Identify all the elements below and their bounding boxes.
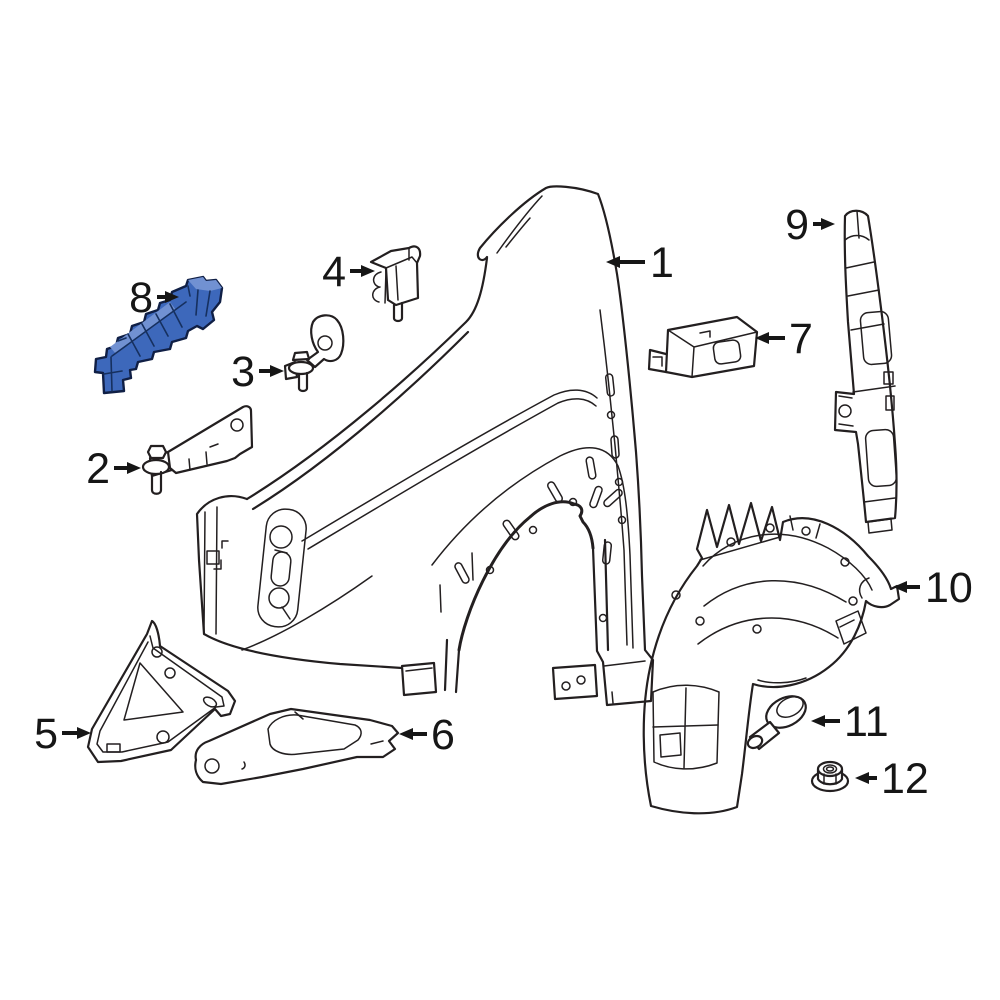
callout-6: 6 [399,711,455,759]
callout-3: 3 [231,348,284,396]
callout-10: 10 [893,564,973,612]
callout-3-arrowhead [270,365,284,377]
part-10-fender-liner-drawing [642,501,901,815]
callout-2-label: 2 [86,445,110,493]
callout-10-label: 10 [925,564,973,612]
callout-9-label: 9 [785,201,809,249]
callout-5-arrowhead [77,727,91,739]
callout-4: 4 [322,248,375,296]
callout-7-arrowhead [755,332,769,344]
part-8-bracket-highlighted-drawing [93,275,224,395]
part-5-support-bracket-drawing [86,619,237,764]
part-8-light-facets [110,277,222,354]
callout-12-label: 12 [881,755,929,803]
part-9-pillar-bracket-drawing [833,209,898,534]
callout-12: 12 [855,755,929,803]
callout-3-label: 3 [231,348,255,396]
callout-1-label: 1 [650,239,674,287]
callout-1-arrowhead [606,256,620,268]
callout-11-label: 11 [844,698,889,746]
callout-5: 5 [34,710,91,758]
callout-9-arrowhead [821,218,835,230]
part-2-bracket-drawing [141,405,254,495]
callout-6-arrowhead [399,728,413,740]
callout-4-label: 4 [322,248,346,296]
part-11-push-pin-drawing [746,695,807,751]
callout-2: 2 [86,445,141,493]
callout-5-label: 5 [34,710,58,758]
callout-8-label: 8 [129,274,153,322]
part-4-bracket-drawing [369,245,422,323]
callout-4-arrowhead [361,265,375,277]
callout-7: 7 [755,315,813,363]
callout-8: 8 [129,274,179,322]
callout-6-label: 6 [431,711,455,759]
part-1-fender-drawing [195,185,655,707]
callout-11: 11 [811,698,889,746]
callout-2-arrowhead [127,462,141,474]
callout-11-arrowhead [811,715,825,727]
part-7-bracket-drawing [647,315,759,379]
part-8-rib-lines [103,285,211,392]
part-12-nut-drawing [810,760,850,793]
callout-1: 1 [606,239,674,287]
part-3-bracket-drawing [283,314,345,393]
callout-7-label: 7 [789,315,813,363]
callout-9: 9 [785,201,835,249]
callout-10-arrowhead [893,581,907,593]
callout-12-arrowhead [855,772,869,784]
part-6-bracket-drawing [194,707,400,786]
callout-8-arrowhead [165,291,179,303]
